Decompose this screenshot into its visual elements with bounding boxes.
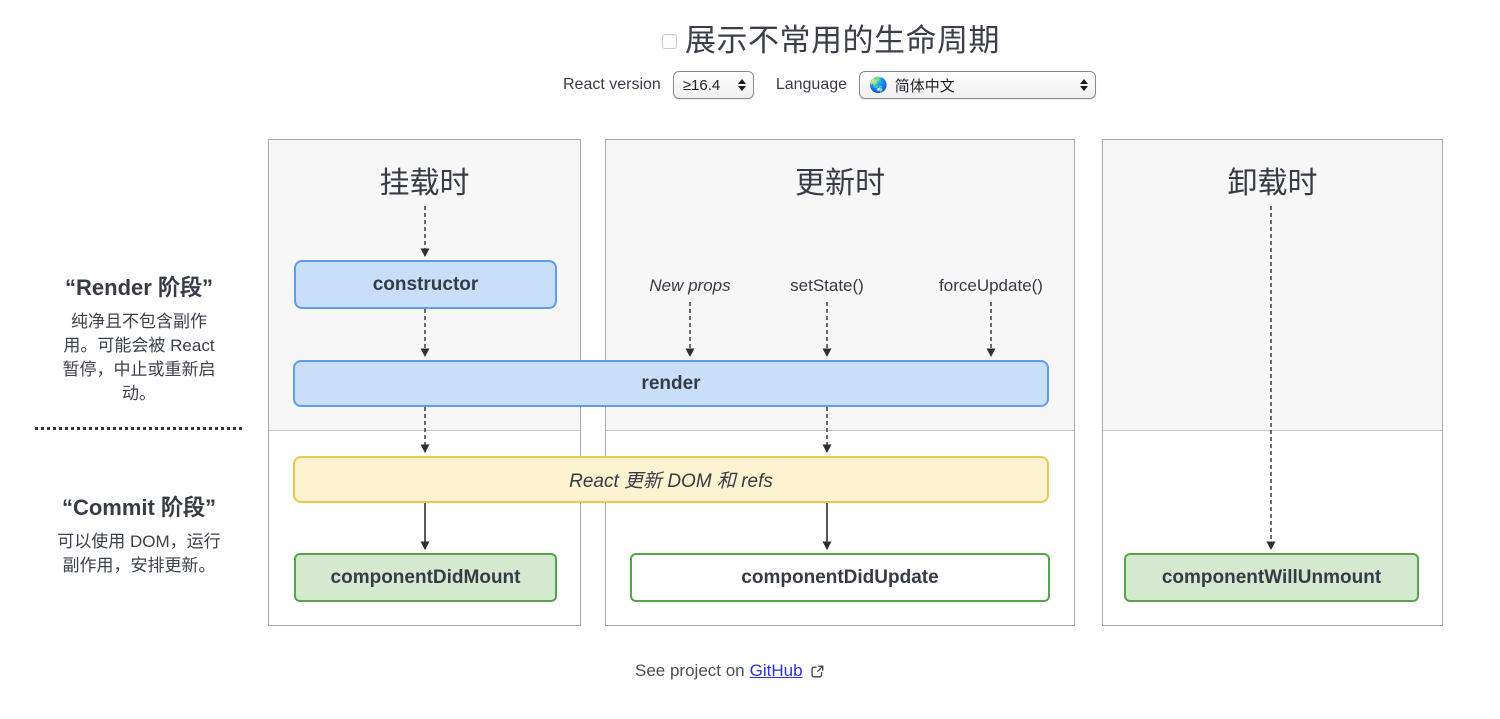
select-spinner-icon bbox=[737, 79, 746, 91]
set-state-label: setState() bbox=[790, 276, 864, 295]
render-phase-block: “Render 阶段” 纯净且不包含副作 用。可能会被 React 暂停，中止或… bbox=[28, 270, 250, 406]
component-did-mount-node[interactable]: componentDidMount bbox=[294, 553, 557, 602]
select-spinner-icon bbox=[1080, 79, 1089, 91]
render-phase-description: 纯净且不包含副作 用。可能会被 React 暂停，中止或重新启 动。 bbox=[62, 312, 216, 403]
github-link[interactable]: GitHub bbox=[749, 661, 803, 680]
component-did-update-node[interactable]: componentDidUpdate bbox=[630, 553, 1050, 602]
force-update-label: forceUpdate() bbox=[939, 276, 1043, 295]
react-updates-dom-node: React 更新 DOM 和 refs bbox=[293, 456, 1049, 503]
language-value: 简体中文 bbox=[894, 77, 955, 95]
language-label: Language bbox=[775, 76, 848, 93]
render-node[interactable]: render bbox=[293, 360, 1049, 407]
component-will-unmount-node[interactable]: componentWillUnmount bbox=[1124, 553, 1419, 602]
commit-phase-title: “Commit 阶段” bbox=[61, 495, 216, 520]
render-phase-region bbox=[1103, 140, 1442, 431]
render-phase-title: “Render 阶段” bbox=[65, 275, 213, 300]
page-header: 展示不常用的生命周期 bbox=[662, 21, 1000, 61]
unmounting-column-title: 卸载时 bbox=[1227, 167, 1318, 200]
mounting-column-title: 挂载时 bbox=[379, 167, 470, 200]
footer-text: See project on bbox=[635, 661, 745, 680]
react-version-select[interactable]: ≥16.4 bbox=[672, 71, 754, 99]
updating-column-title: 更新时 bbox=[795, 167, 885, 200]
footer: See project on GitHub bbox=[635, 661, 825, 681]
constructor-node[interactable]: constructor bbox=[294, 260, 557, 309]
language-select[interactable]: 🌏 简体中文 bbox=[859, 71, 1097, 99]
phase-divider-dotted-line bbox=[35, 427, 243, 430]
react-version-value: ≥16.4 bbox=[682, 76, 721, 94]
show-uncommon-lifecycles-checkbox[interactable] bbox=[662, 33, 677, 49]
commit-phase-block: “Commit 阶段” 可以使用 DOM，运行 副作用，安排更新。 bbox=[28, 490, 250, 578]
external-link-icon bbox=[810, 664, 825, 679]
react-version-label: React version bbox=[563, 76, 661, 93]
globe-icon: 🌏 bbox=[869, 77, 888, 94]
controls-row: React version ≥16.4 Language 🌏 简体中文 bbox=[563, 70, 1097, 100]
new-props-label: New props bbox=[649, 276, 731, 295]
commit-phase-description: 可以使用 DOM，运行 副作用，安排更新。 bbox=[57, 532, 221, 575]
page-title: 展示不常用的生命周期 bbox=[685, 23, 1000, 58]
